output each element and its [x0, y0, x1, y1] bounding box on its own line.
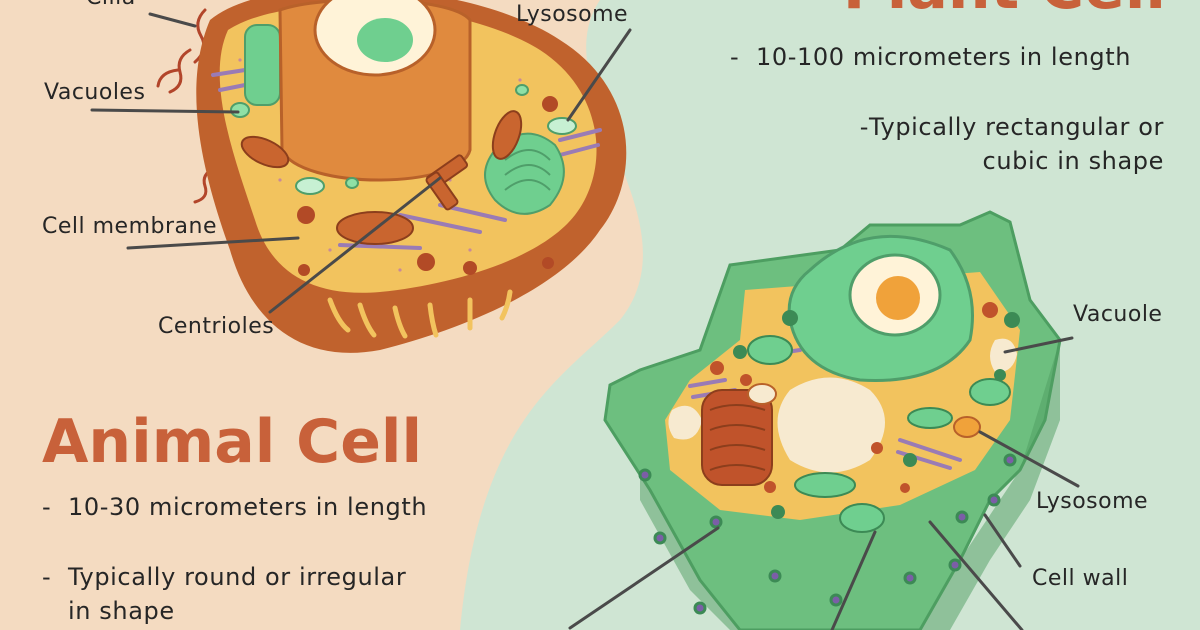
plant-central-vacuole [778, 378, 886, 473]
label-plant-vacuole: Vacuole [1073, 304, 1162, 326]
plant-nucleolus [876, 276, 920, 320]
plant-fact-size-text: 10-100 micrometers in length [756, 43, 1131, 71]
plant-fact-shape-line1: Typically rectangular or [869, 113, 1164, 141]
label-cell-membrane: Cell membrane [42, 216, 217, 238]
animal-ribosome-stack [245, 25, 280, 105]
animal-cell-title: Animal Cell [42, 412, 422, 472]
plant-fact-size: -10-100 micrometers in length [730, 40, 1131, 74]
label-cell-wall: Cell wall [1032, 568, 1128, 590]
plant-fact-shape-row1: -Typically rectangular or [843, 113, 1164, 141]
animal-fact-shape-line2: in shape [42, 594, 406, 628]
animal-fact-shape-line1: Typically round or irregular [68, 563, 406, 591]
animal-vacuole [231, 103, 249, 117]
fact-bullet: - [42, 560, 68, 594]
label-plant-lysosome: Lysosome [1036, 491, 1148, 513]
plant-cell-title: Plant Cell [843, 0, 1166, 18]
plant-fact-shape: -Typically rectangular or cubic in shape [843, 110, 1164, 178]
animal-fact-shape: -Typically round or irregular in shape [42, 560, 406, 628]
fact-bullet: - [843, 110, 869, 144]
animal-nucleolus [357, 18, 413, 62]
label-cilia: Cilia [86, 0, 136, 9]
animal-fact-size: -10-30 micrometers in length [42, 490, 427, 524]
animal-fact-size-text: 10-30 micrometers in length [68, 493, 427, 521]
animal-cell [92, 0, 630, 353]
label-animal-lysosome: Lysosome [516, 4, 628, 26]
fact-bullet: - [42, 490, 68, 524]
plant-lysosome [954, 417, 980, 437]
label-centrioles: Centrioles [158, 316, 274, 338]
fact-bullet: - [730, 40, 756, 74]
plant-chloroplast [748, 336, 792, 364]
label-vacuoles: Vacuoles [44, 82, 145, 104]
plant-fact-shape-line2: cubic in shape [983, 147, 1164, 175]
